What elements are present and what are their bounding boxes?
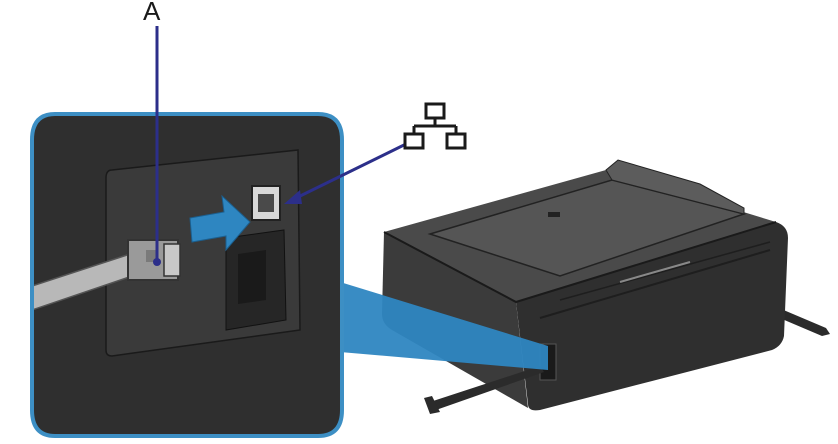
callout-label-a: A — [143, 0, 161, 26]
network-leader-line — [291, 142, 407, 202]
printer-top-slot — [548, 212, 560, 217]
printer-illustration — [382, 159, 830, 414]
printer-top-rear — [605, 159, 745, 215]
ethernet-plug-icon — [127, 239, 181, 281]
network-leader-arrowhead — [284, 190, 302, 204]
inset-frame — [30, 112, 344, 438]
printer-front-detail — [619, 261, 691, 283]
printer-front-line-1 — [539, 249, 771, 319]
insert-arrow-icon — [189, 194, 251, 252]
lan-network-icon — [403, 102, 467, 150]
highlight-beam — [340, 282, 548, 370]
inset-lan-port-opening — [258, 194, 274, 212]
printer-support-rod-left — [430, 366, 544, 410]
zoom-inset-panel — [30, 112, 344, 438]
printer-rod-foot — [424, 396, 440, 414]
printer-front-line-2 — [559, 241, 771, 301]
printer-edge-outline — [383, 221, 777, 304]
inset-slot-inner — [238, 250, 266, 304]
printer-front-face — [516, 222, 788, 411]
callout-a-dot — [153, 258, 161, 266]
